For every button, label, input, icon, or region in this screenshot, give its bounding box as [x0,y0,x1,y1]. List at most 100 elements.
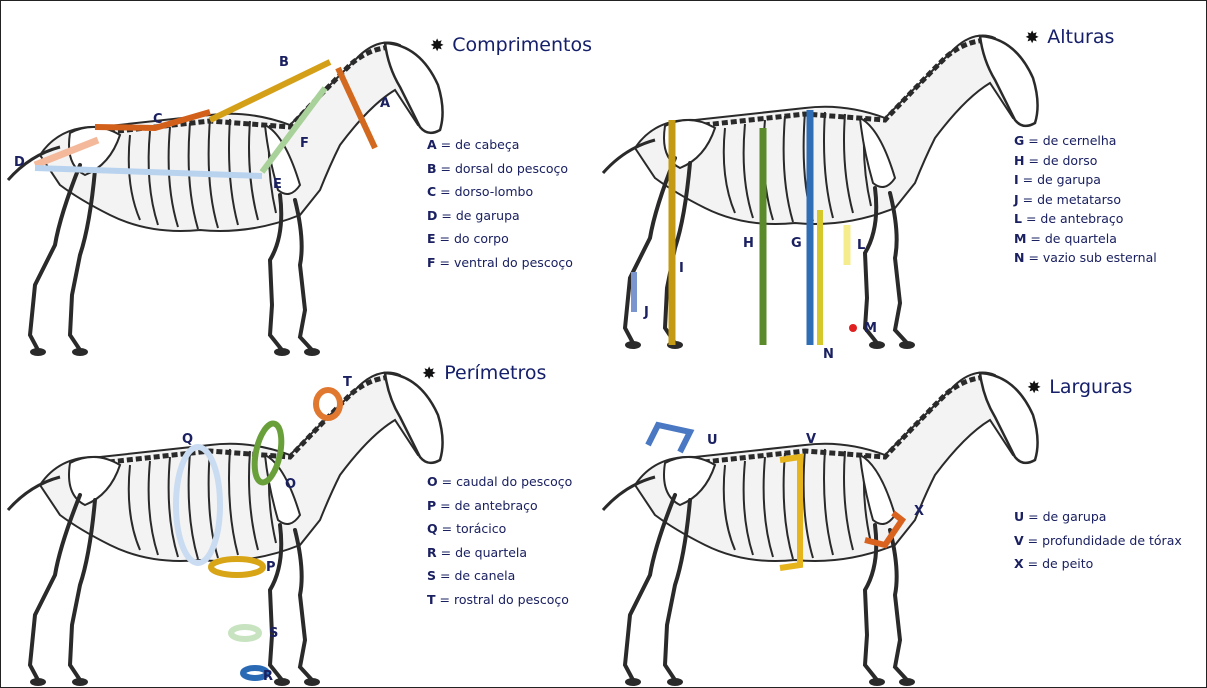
legend-item: B = dorsal do pescoço [427,157,573,181]
legend-item: U = de garupa [1014,505,1182,529]
legend-key: D [427,208,437,223]
legend-key: P [427,498,436,513]
legend-equals: = [1024,133,1042,148]
legend-equals: = [437,161,455,176]
legend-item: E = do corpo [427,227,573,251]
legend-text: vazio sub esternal [1043,250,1157,265]
legend-text: rostral do pescoço [454,592,569,607]
label-U: U [707,433,718,448]
section-title-comprimentos: ✸ Comprimentos [430,34,592,56]
label-X: X [914,504,924,519]
star-bullet-icon: ✸ [422,364,436,384]
label-E: E [273,177,282,192]
title-text: Alturas [1047,26,1114,48]
marker-P [211,559,263,575]
label-I: I [679,261,684,276]
section-title-perimetros: ✸Perímetros [422,362,546,384]
legend-item: P = de antebraço [427,494,572,518]
legend-equals: = [1022,211,1040,226]
section-title-larguras: ✸Larguras [1027,376,1132,398]
legend-equals: = [438,521,456,536]
legend-text: de metatarso [1037,192,1121,207]
legend-key: L [1014,211,1022,226]
legend-text: de garupa [456,208,520,223]
label-M: M [864,321,877,336]
legend-item: H = de dorso [1014,151,1157,171]
legend-key: S [427,568,436,583]
legend-key: T [427,592,436,607]
legend-key: H [1014,153,1024,168]
legend-equals: = [436,184,454,199]
legend-equals: = [1024,556,1042,571]
label-C: C [153,112,163,127]
legend-key: E [427,231,436,246]
section-title-alturas: ✸Alturas [1025,26,1114,48]
label-H: H [743,236,754,251]
legend-text: de antebraço [455,498,538,513]
legend-text: caudal do pescoço [456,474,572,489]
legend-text: de antebraço [1040,211,1123,226]
legend-text: de cabeça [455,137,519,152]
legend-text: de peito [1042,556,1093,571]
label-P: P [266,560,276,575]
legend-text: dorsal do pescoço [455,161,568,176]
marker-M [849,324,857,332]
legend-item: N = vazio sub esternal [1014,248,1157,268]
label-J: J [643,305,649,320]
legend-equals: = [1026,231,1044,246]
label-T: T [343,375,352,390]
legend-key: V [1014,533,1024,548]
legend-equals: = [437,137,455,152]
legend-item: R = de quartela [427,541,572,565]
legend-text: do corpo [454,231,509,246]
legend-item: L = de antebraço [1014,209,1157,229]
title-text: Comprimentos [452,34,592,56]
legend-text: de garupa [1037,172,1101,187]
legend-text: de quartela [455,545,527,560]
legend-item: X = de peito [1014,552,1182,576]
legend-item: G = de cernelha [1014,131,1157,151]
legend-equals: = [1024,153,1042,168]
star-bullet-icon: ✸ [1027,378,1041,398]
star-bullet-icon: ✸ [430,36,444,56]
legend-key: O [427,474,438,489]
legend-item: V = profundidade de tórax [1014,529,1182,553]
legend-item: S = de canela [427,564,572,588]
legend-item: C = dorso-lombo [427,180,573,204]
legend-item: T = rostral do pescoço [427,588,572,612]
label-R: R [263,669,273,684]
legend-item: O = caudal do pescoço [427,470,572,494]
legend-text: de canela [454,568,515,583]
legend-key: X [1014,556,1024,571]
legend-key: U [1014,509,1024,524]
legend-key: M [1014,231,1026,246]
legend-key: F [427,255,436,270]
label-L: L [857,238,865,253]
horse-skeleton-larguras [603,373,1038,686]
legend-equals: = [436,592,454,607]
legend-equals: = [1024,533,1042,548]
legend-equals: = [436,231,454,246]
legend-text: de cernelha [1043,133,1117,148]
label-F: F [300,136,309,151]
legend-equals: = [1024,250,1042,265]
legend-text: ventral do pescoço [454,255,573,270]
legend-text: de garupa [1043,509,1107,524]
legend-equals: = [436,255,454,270]
label-S: S [269,626,278,641]
label-Q: Q [182,432,193,447]
label-V: V [806,432,816,447]
legend-item: D = de garupa [427,204,573,228]
legend-key: N [1014,250,1024,265]
legend-text: de dorso [1043,153,1097,168]
legend-equals: = [436,568,454,583]
legend-item: A = de cabeça [427,133,573,157]
legend-item: I = de garupa [1014,170,1157,190]
horse-skeleton-perimetros [8,373,443,686]
legend-item: Q = torácico [427,517,572,541]
legend-equals: = [438,474,456,489]
label-A: A [380,96,390,111]
marker-U [648,425,690,452]
